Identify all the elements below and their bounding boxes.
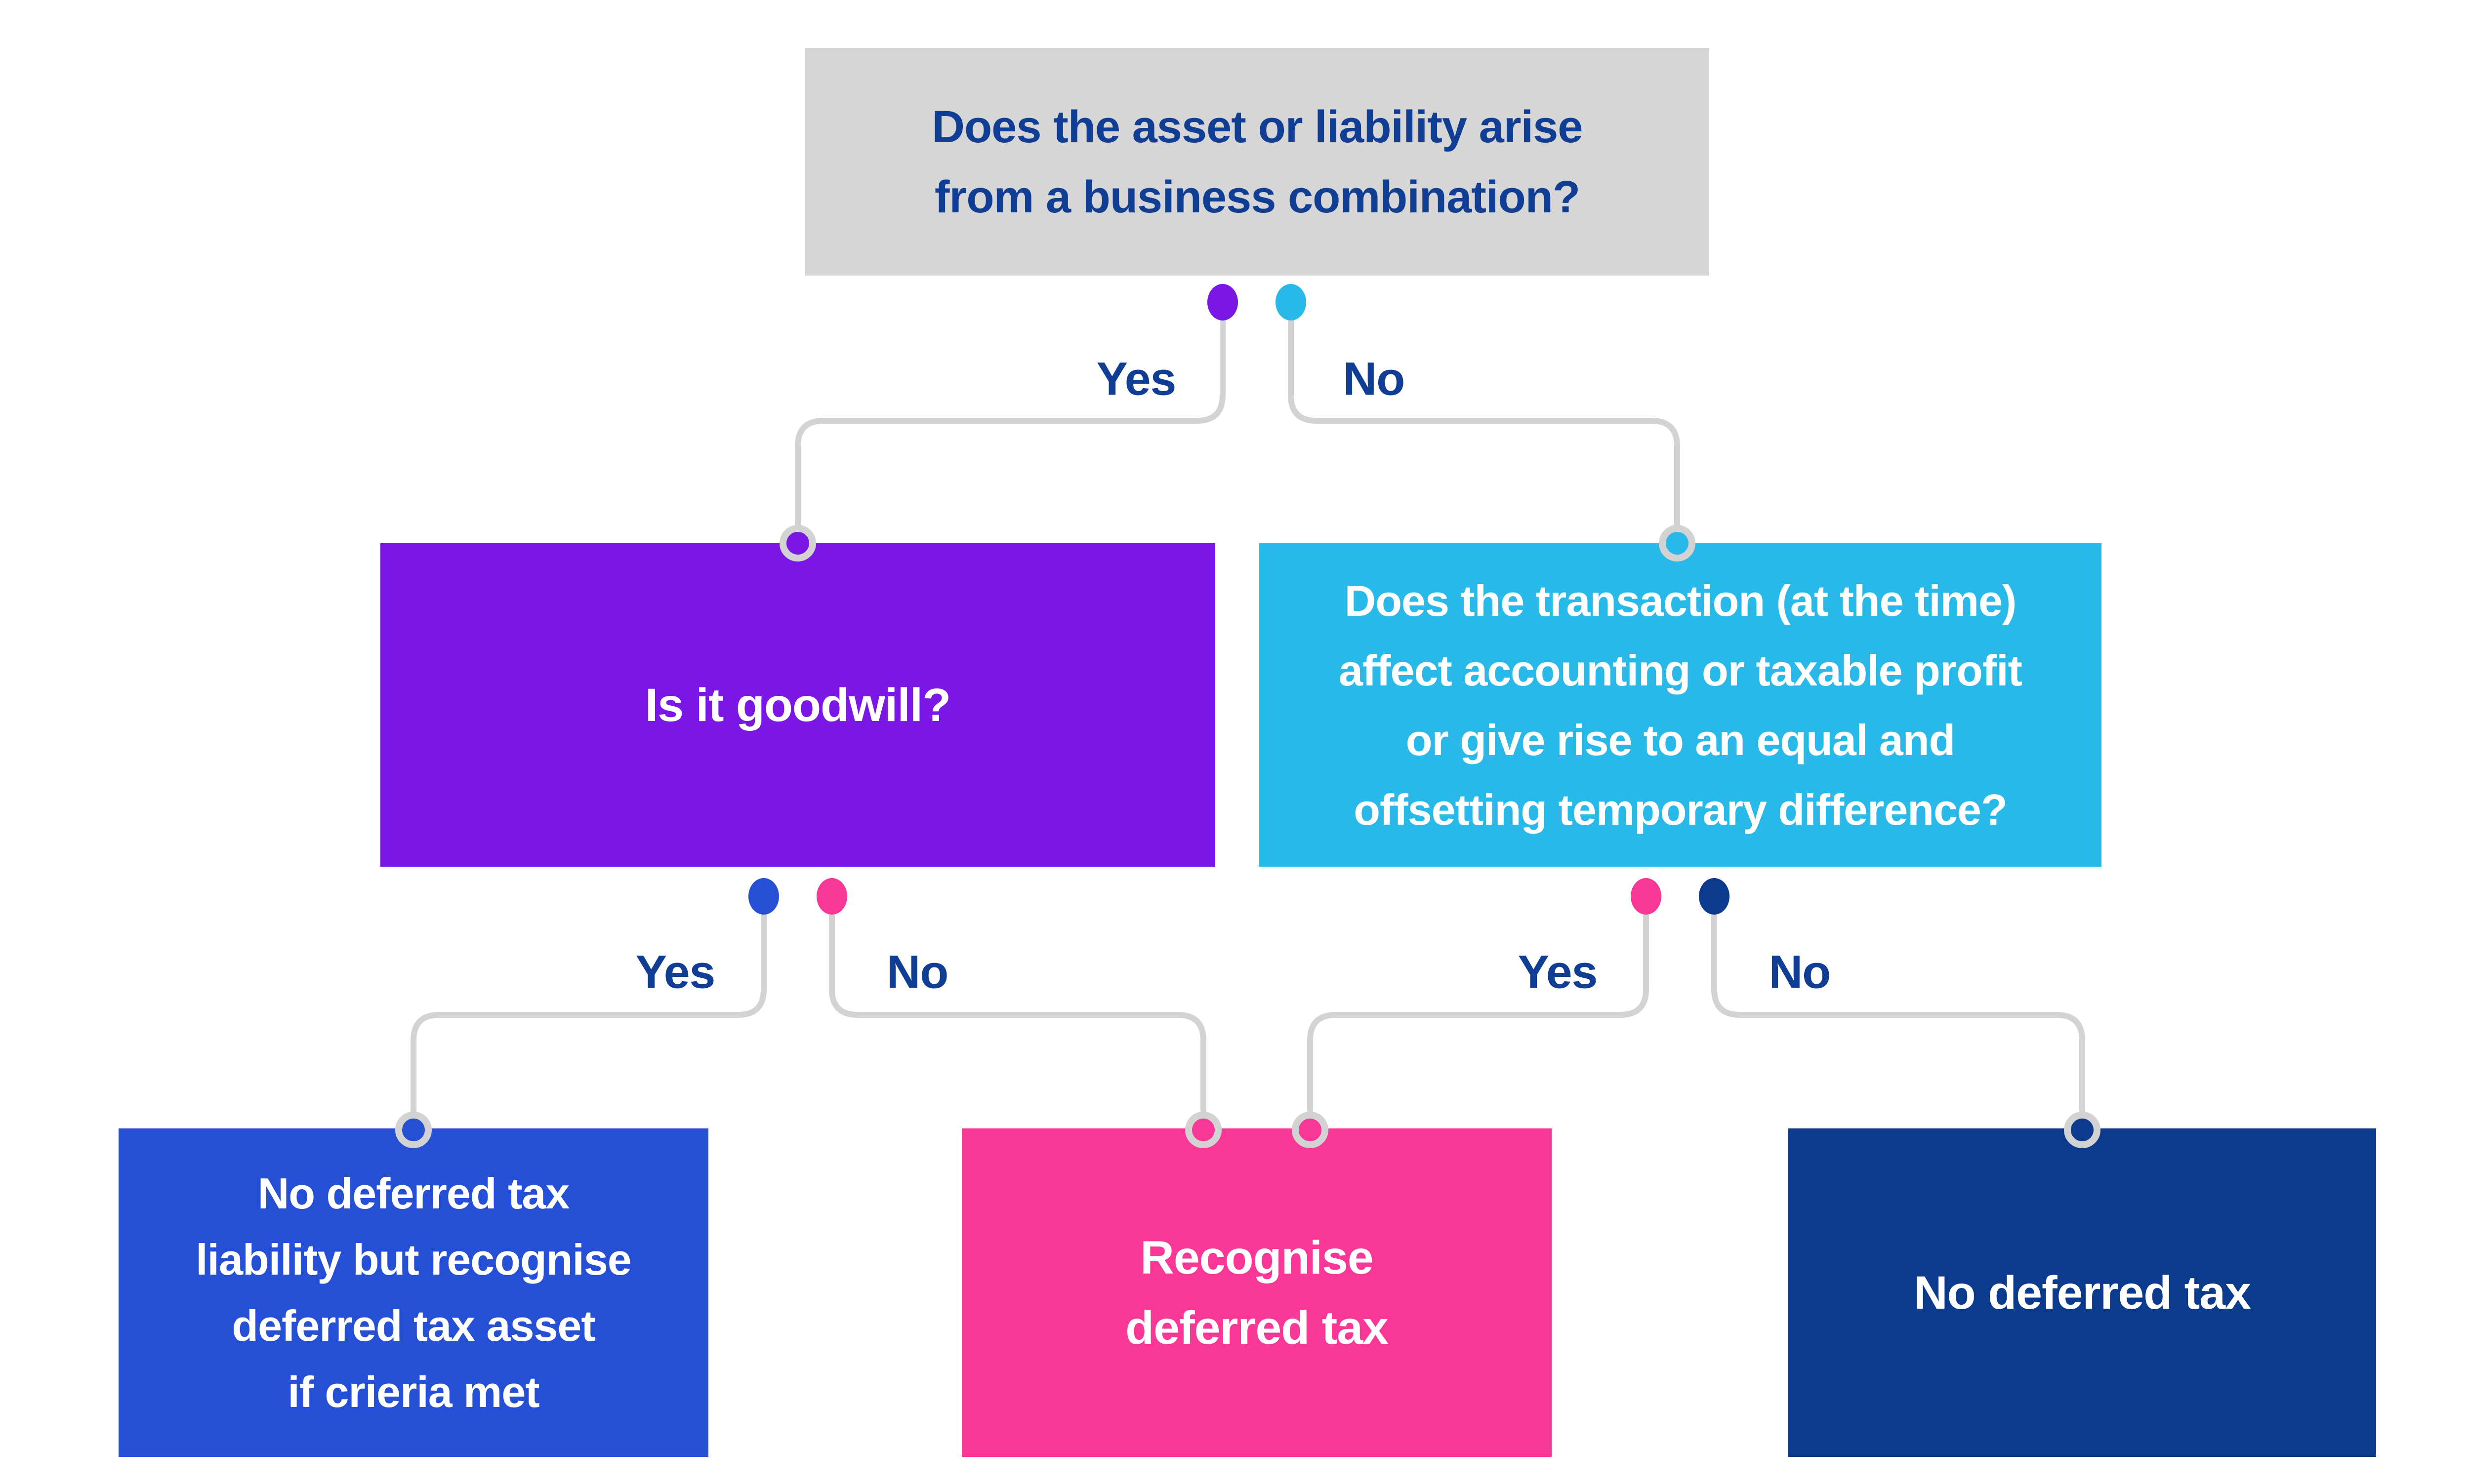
decision-box-transaction: Does the transaction (at the time) affec… bbox=[1259, 543, 2101, 867]
branch-label-goodwill-yes: Yes bbox=[635, 946, 716, 999]
decision-box-business-combination-text: Does the asset or liability arise from a… bbox=[932, 101, 1583, 222]
connector-transaction-yes bbox=[1307, 896, 1649, 1130]
outcome-box-recognise-deferred-tax: Recognise deferred tax bbox=[962, 1128, 1552, 1457]
connector-root-yes bbox=[795, 302, 1226, 543]
connector-goodwill-yes bbox=[411, 896, 767, 1130]
connector-goodwill-no bbox=[829, 896, 1206, 1130]
branch-label-transaction-no: No bbox=[1769, 946, 1831, 999]
connector-root-no bbox=[1288, 302, 1680, 543]
branch-label-root-no: No bbox=[1343, 353, 1405, 405]
decision-box-goodwill-text: Is it goodwill? bbox=[645, 679, 951, 731]
decision-box-business-combination: Does the asset or liability arise from a… bbox=[805, 48, 1709, 276]
branch-label-root-yes: Yes bbox=[1096, 353, 1177, 405]
connector-transaction-no bbox=[1711, 896, 2085, 1130]
branch-dot-root-yes bbox=[1207, 284, 1238, 321]
outcome-box-recognise-deferred-tax-text: Recognise deferred tax bbox=[1125, 1231, 1389, 1354]
branch-dot-transaction-no bbox=[1699, 878, 1729, 915]
decision-box-transaction-text: Does the transaction (at the time) affec… bbox=[1339, 576, 2022, 834]
outcome-box-no-dtl-but-dta: No deferred tax liability but recognise … bbox=[119, 1128, 708, 1457]
branch-label-transaction-yes: Yes bbox=[1518, 946, 1598, 999]
branch-dot-goodwill-no bbox=[817, 878, 847, 915]
branch-label-goodwill-no: No bbox=[886, 946, 949, 999]
outcome-box-no-deferred-tax: No deferred tax bbox=[1788, 1128, 2376, 1457]
outcome-box-no-deferred-tax-text: No deferred tax bbox=[1914, 1266, 2251, 1319]
outcome-box-no-dtl-but-dta-text: No deferred tax liability but recognise … bbox=[196, 1168, 632, 1416]
branch-dot-goodwill-yes bbox=[748, 878, 779, 915]
decision-box-goodwill: Is it goodwill? bbox=[380, 543, 1215, 867]
branch-dot-root-no bbox=[1276, 284, 1306, 321]
branch-dot-transaction-yes bbox=[1631, 878, 1661, 915]
